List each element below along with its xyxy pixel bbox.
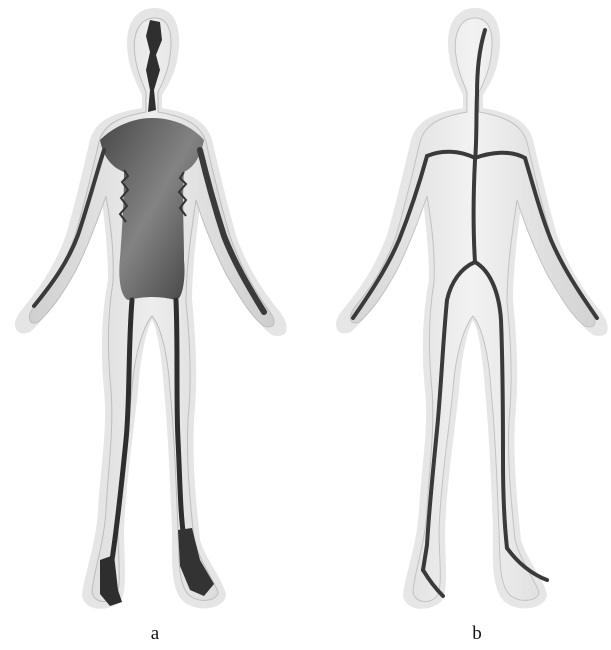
panel-a-figure (0, 0, 300, 620)
panel-a-label: a (140, 622, 170, 646)
panel-b-figure (311, 0, 611, 620)
panel-a (0, 0, 300, 620)
panel-b (311, 0, 611, 620)
panel-b-label: b (462, 622, 492, 646)
body-silhouette-b (336, 8, 608, 609)
